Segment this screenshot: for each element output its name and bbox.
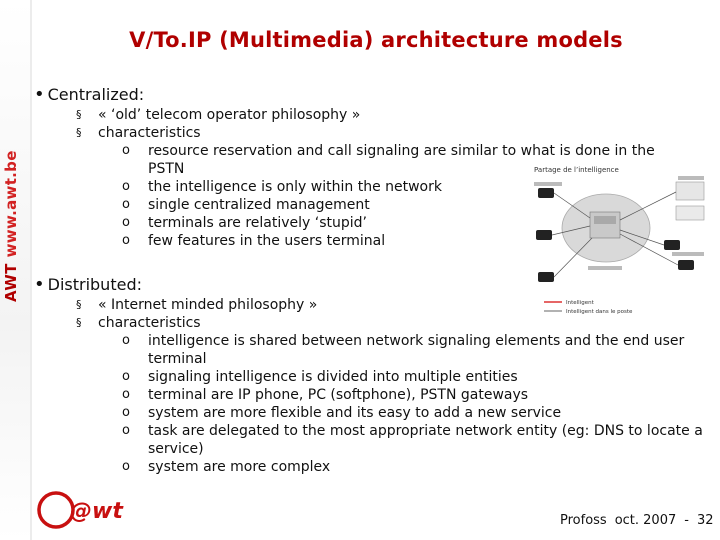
- section-heading-distributed: •Distributed:: [34, 274, 142, 295]
- sidebar-band: [0, 0, 30, 540]
- sidebar-brand: AWT www.awt.be: [2, 150, 20, 302]
- circle-bullet-icon: o: [122, 143, 130, 158]
- circle-bullet-icon: o: [122, 197, 130, 212]
- circle-bullet-icon: o: [122, 387, 130, 402]
- circle-bullet-icon: o: [122, 369, 130, 384]
- sidebar-url: www.awt.be: [2, 150, 20, 258]
- network-diagram-graphic: Partage de l’intelligence Intel: [534, 166, 705, 315]
- circle-bullet-icon: o: [122, 423, 130, 438]
- phone-icon: [664, 240, 680, 250]
- phone-icon: [536, 230, 552, 240]
- server-icon: [675, 205, 705, 221]
- diagram-title: Partage de l’intelligence: [534, 166, 619, 174]
- phone-icon: [678, 260, 694, 270]
- network-link: [619, 191, 677, 221]
- server-icon: [675, 181, 705, 201]
- circle-bullet-icon: o: [122, 215, 130, 230]
- network-link: [619, 229, 665, 246]
- awt-logo: @wt: [36, 490, 132, 530]
- circle-bullet-icon: o: [122, 459, 130, 474]
- logo-text: @wt: [70, 499, 124, 524]
- page-title: V/To.IP (Multimedia) architecture models: [129, 28, 623, 52]
- label-placeholder: [534, 182, 562, 186]
- circle-bullet-icon: o: [122, 233, 130, 248]
- list-item: §« Internet minded philosophy »: [76, 297, 318, 313]
- label-placeholder: [588, 266, 622, 270]
- label-placeholder: [672, 252, 704, 256]
- page-number: 32: [696, 513, 714, 528]
- bullet-dot: •: [34, 274, 45, 295]
- network-link: [553, 192, 591, 219]
- phone-icon: [538, 188, 554, 198]
- centralized-list: §« ‘old’ telecom operator philosophy » §…: [76, 106, 716, 250]
- square-bullet-icon: §: [76, 108, 82, 121]
- circle-bullet-icon: o: [122, 179, 130, 194]
- footer-author: Profoss: [560, 513, 607, 528]
- sidebar-divider: [30, 0, 32, 540]
- switch-panel: [594, 216, 616, 224]
- architecture-diagram: Partage de l’intelligence Intel: [528, 160, 710, 320]
- sidebar: AWT www.awt.be: [0, 0, 32, 540]
- legend-label: Intelligent dans le poste: [566, 309, 633, 315]
- legend-label: Intelligent: [566, 300, 595, 306]
- section-heading-centralized: •Centralized:: [34, 84, 145, 105]
- list-item: §characteristics: [76, 315, 201, 331]
- distributed-list: §« Internet minded philosophy » §charact…: [76, 296, 716, 476]
- sidebar-lead: AWT: [2, 263, 20, 302]
- square-bullet-icon: §: [76, 316, 82, 329]
- switch-icon: [589, 211, 621, 239]
- network-link: [619, 233, 679, 266]
- network-link: [551, 225, 591, 236]
- square-bullet-icon: §: [76, 298, 82, 311]
- footer: Profoss oct. 2007-32: [560, 513, 714, 528]
- bullet-dot: •: [34, 84, 45, 105]
- logo-ring: [37, 491, 75, 529]
- list-item: §characteristics: [76, 125, 201, 141]
- list-item: §« ‘old’ telecom operator philosophy »: [76, 107, 361, 123]
- circle-bullet-icon: o: [122, 405, 130, 420]
- network-link: [553, 237, 593, 278]
- square-bullet-icon: §: [76, 126, 82, 139]
- phone-icon: [538, 272, 554, 282]
- label-placeholder: [678, 176, 704, 180]
- footer-date: oct. 2007: [614, 513, 677, 528]
- awt-logo-icon: @wt: [37, 491, 124, 529]
- footer-separator: -: [684, 513, 689, 528]
- circle-bullet-icon: o: [122, 333, 130, 348]
